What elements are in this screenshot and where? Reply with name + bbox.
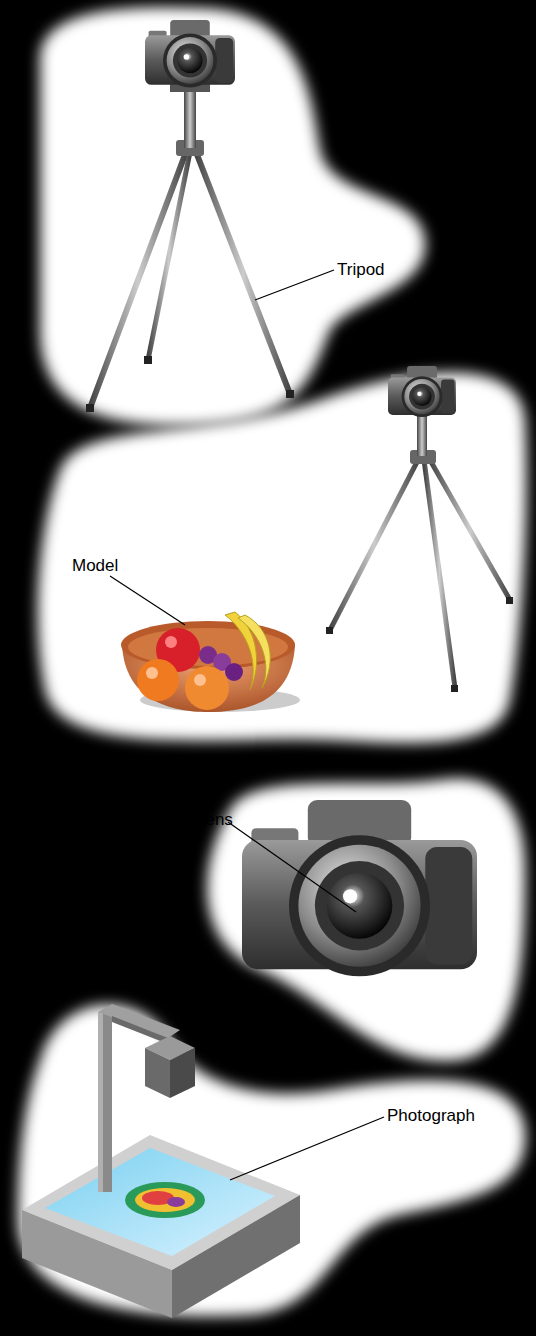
tripod-camera <box>326 366 513 692</box>
leader-lines <box>110 270 384 1180</box>
part-label: Lens <box>196 810 233 830</box>
copy-stand <box>22 1004 300 1318</box>
part-label: Tripod <box>337 260 385 280</box>
part-label: Model <box>72 556 118 576</box>
glow-blobs <box>18 7 526 1316</box>
tripod-camera <box>86 20 294 412</box>
camera <box>242 800 477 976</box>
part-label: Photograph <box>387 1106 475 1126</box>
fruit-bowl <box>121 612 300 712</box>
